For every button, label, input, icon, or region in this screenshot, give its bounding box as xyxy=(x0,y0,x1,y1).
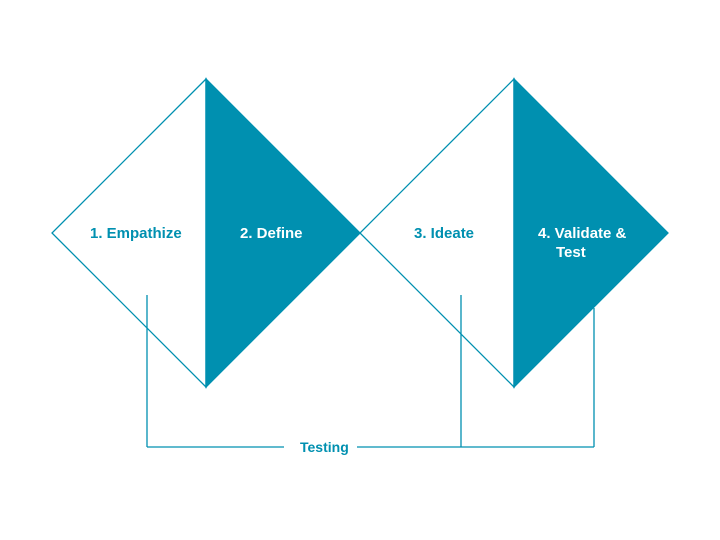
stage-label-ideate: 3. Ideate xyxy=(414,225,475,242)
testing-feedback-bracket xyxy=(146,295,595,448)
diamond-1-right-half xyxy=(205,77,361,389)
feedback-label-testing: Testing xyxy=(300,439,349,455)
stage-label-empathize: 1. Empathize xyxy=(90,225,182,242)
stage-label-validate-line2: Test xyxy=(556,244,586,261)
stage-label-validate-line1: 4. Validate & xyxy=(538,225,627,242)
stage-label-define: 2. Define xyxy=(240,225,303,242)
diamond-2-right-half xyxy=(513,77,669,389)
